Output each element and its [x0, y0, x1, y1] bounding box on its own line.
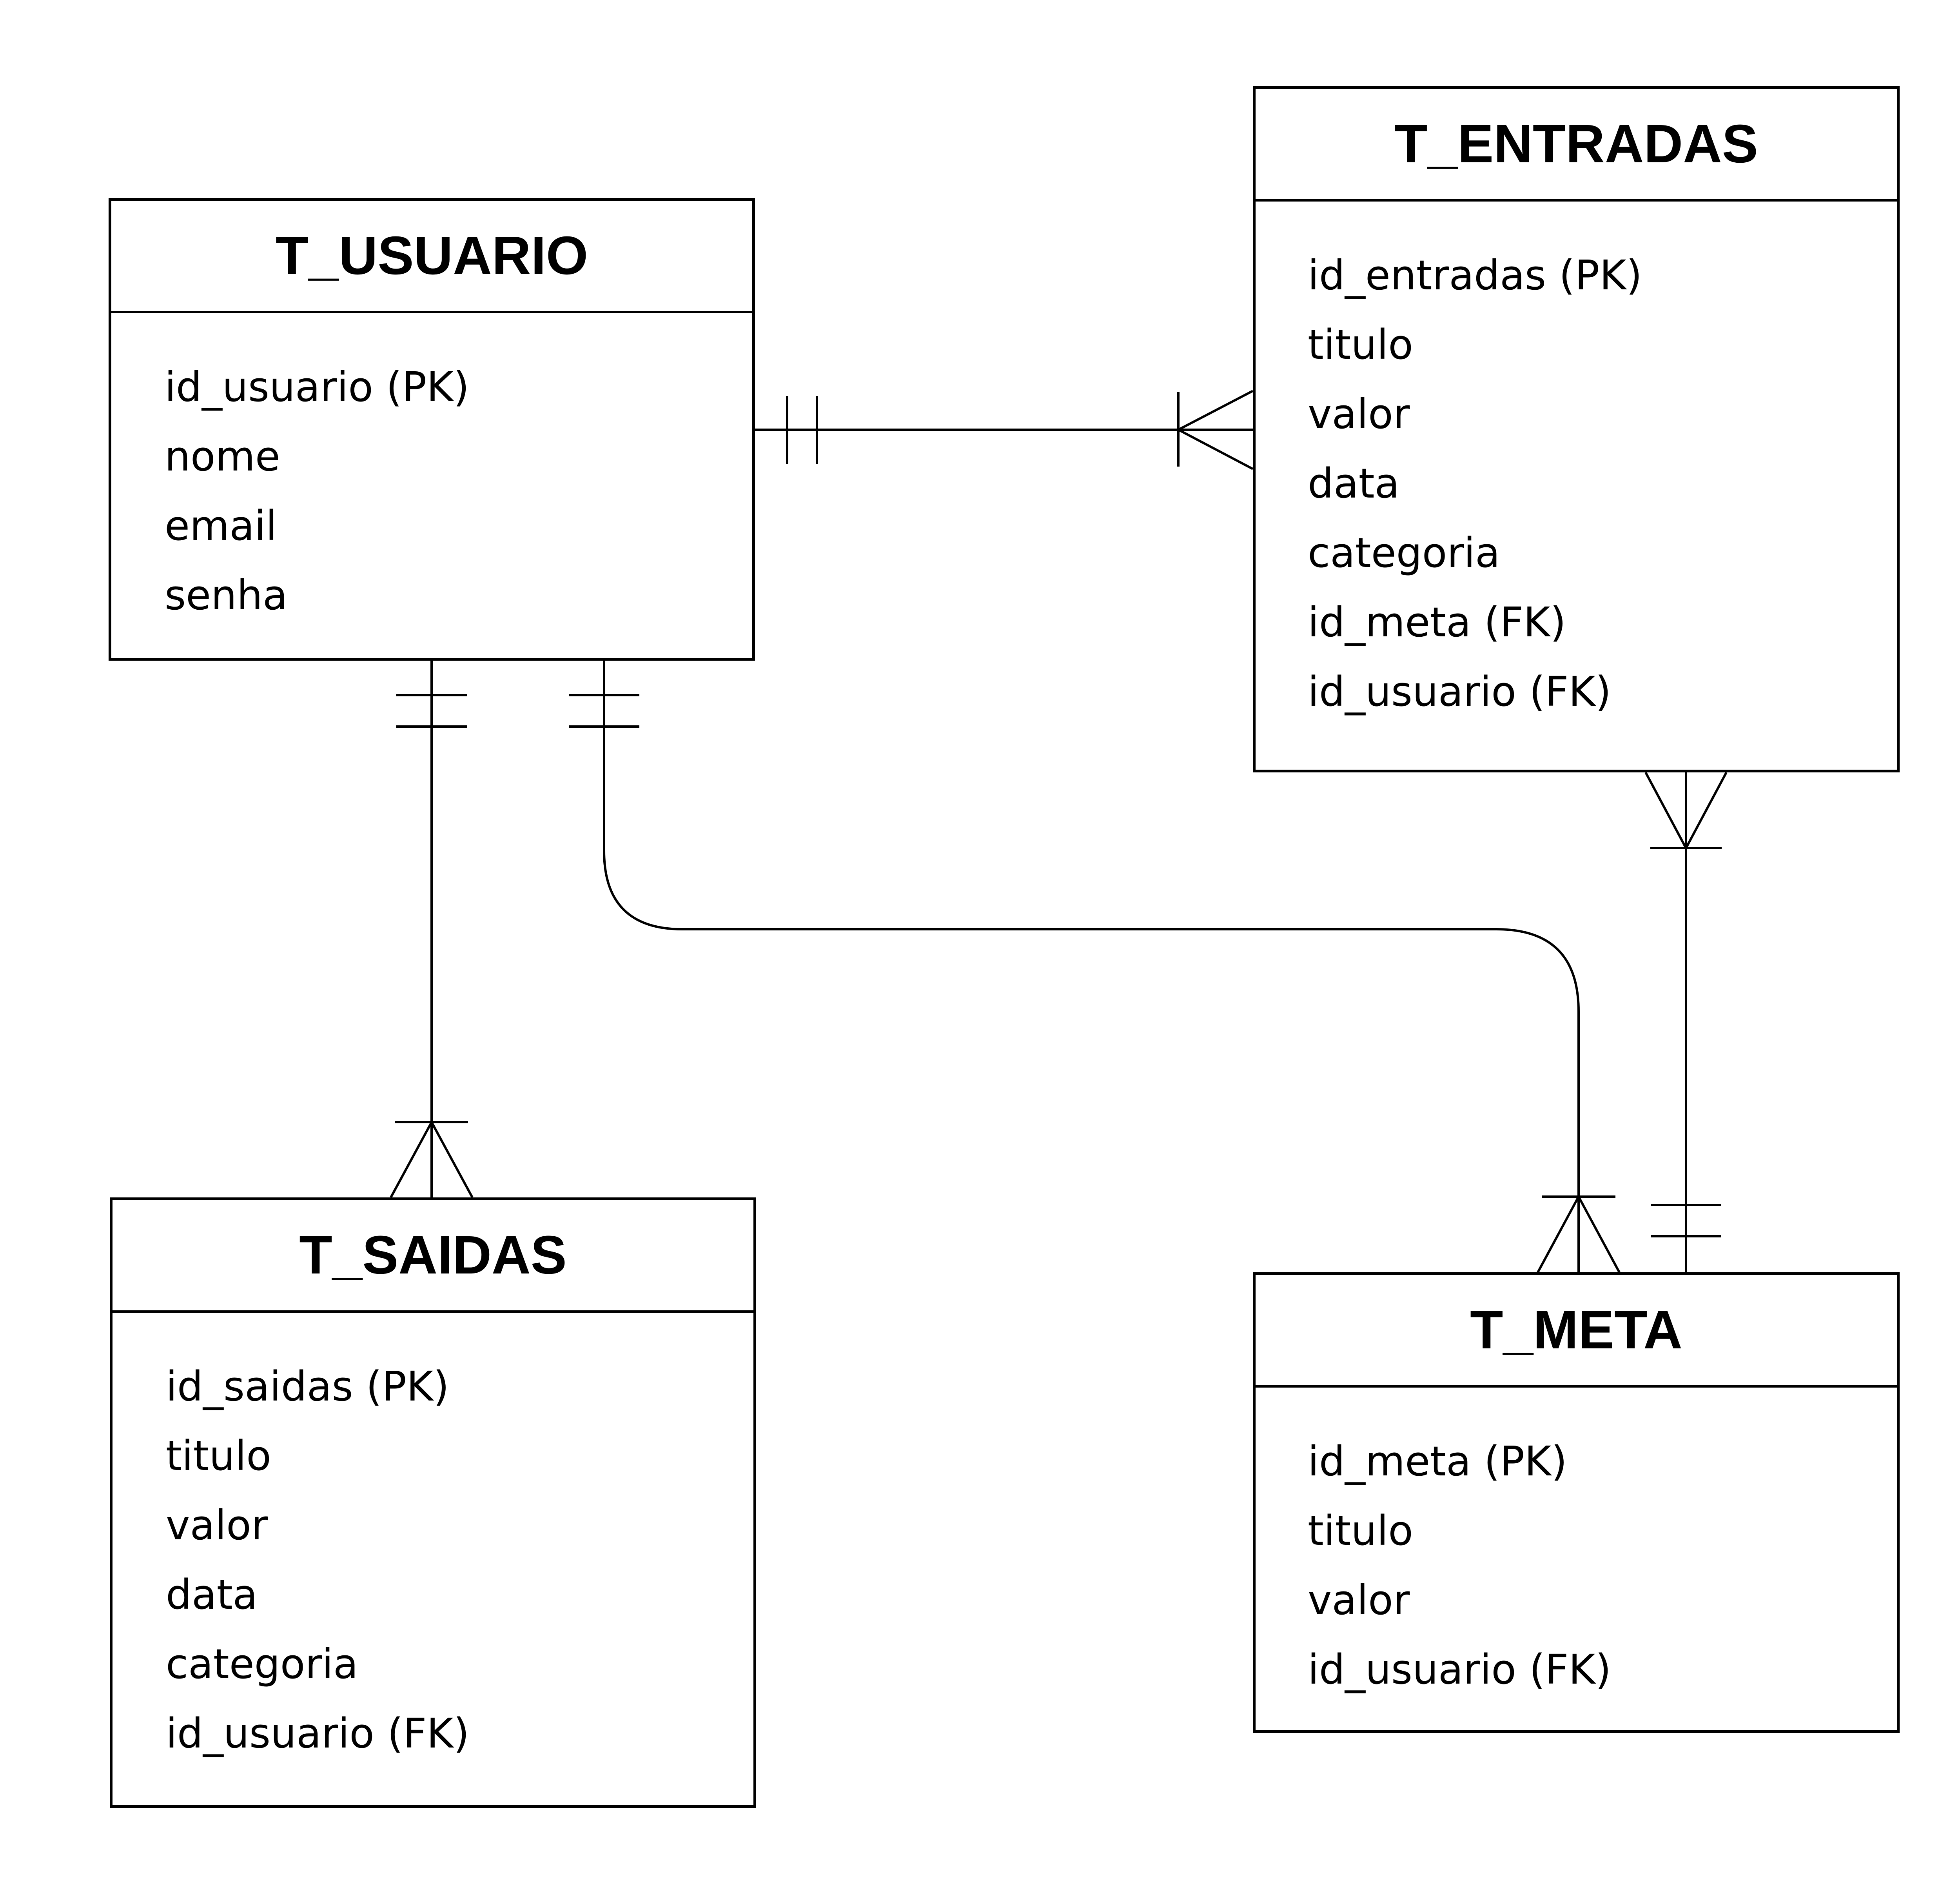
attribute: id_usuario (FK) — [1308, 1646, 1612, 1693]
attribute: id_saidas (PK) — [166, 1362, 449, 1410]
entity-t-saidas[interactable]: T_SAIDAS id_saidas (PK) titulo valor dat… — [110, 1197, 756, 1808]
attribute-list: id_saidas (PK) titulo valor data categor… — [113, 1313, 753, 1768]
attribute: categoria — [166, 1640, 358, 1688]
attribute: id_usuario (PK) — [165, 363, 470, 411]
relationship-usuario-entradas — [755, 390, 1254, 470]
entity-title: T_USUARIO — [111, 201, 752, 313]
attribute: titulo — [1308, 321, 1413, 369]
relationship-usuario-saidas — [390, 661, 474, 1198]
attribute: valor — [166, 1501, 268, 1549]
attribute: senha — [165, 571, 288, 619]
attribute: id_usuario (FK) — [166, 1709, 470, 1757]
attribute: titulo — [1308, 1507, 1413, 1555]
attribute-list: id_meta (PK) titulo valor id_usuario (FK… — [1256, 1388, 1897, 1704]
entity-title: T_META — [1256, 1275, 1897, 1388]
attribute: id_meta (PK) — [1308, 1437, 1567, 1485]
entity-t-usuario[interactable]: T_USUARIO id_usuario (PK) nome email sen… — [109, 198, 755, 661]
attribute: valor — [1308, 390, 1410, 438]
attribute: data — [166, 1571, 258, 1619]
entity-t-entradas[interactable]: T_ENTRADAS id_entradas (PK) titulo valor… — [1253, 86, 1900, 772]
relationship-meta-entradas — [1644, 772, 1728, 1272]
attribute-list: id_entradas (PK) titulo valor data categ… — [1256, 202, 1897, 727]
attribute: id_meta (FK) — [1308, 598, 1566, 646]
entity-title: T_SAIDAS — [113, 1200, 753, 1313]
attribute: email — [165, 502, 277, 550]
relationship-usuario-meta — [569, 661, 1621, 1273]
entity-t-meta[interactable]: T_META id_meta (PK) titulo valor id_usua… — [1253, 1272, 1900, 1733]
attribute: id_entradas (PK) — [1308, 251, 1642, 299]
attribute: valor — [1308, 1576, 1410, 1624]
attribute: nome — [165, 432, 280, 480]
attribute: titulo — [166, 1432, 271, 1480]
entity-title: T_ENTRADAS — [1256, 89, 1897, 202]
attribute: data — [1308, 460, 1400, 507]
attribute: id_usuario (FK) — [1308, 668, 1612, 716]
attribute-list: id_usuario (PK) nome email senha — [111, 313, 752, 630]
attribute: categoria — [1308, 529, 1500, 577]
